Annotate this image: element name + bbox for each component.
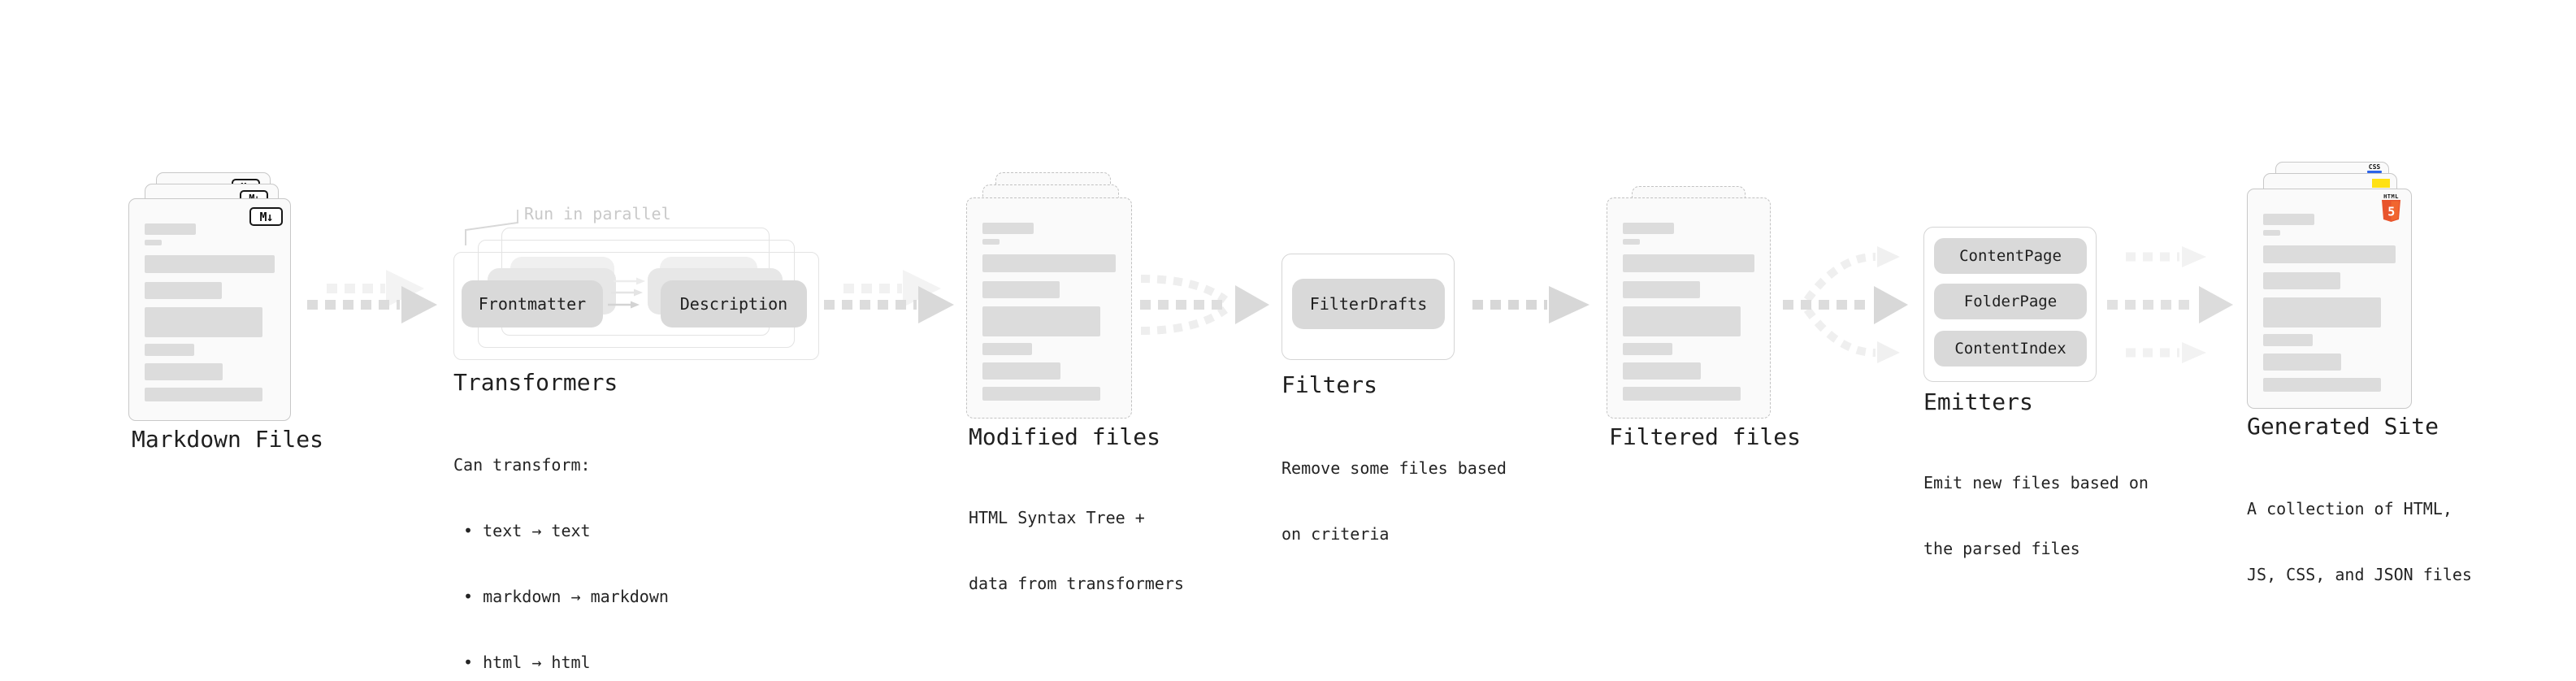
arrow-filters-to-filtered [1472,286,1589,323]
filters-description: Remove some files based on criteria [1281,414,1507,589]
desc-line: • markdown → markdown [453,587,669,606]
arrow-emitters-to-generated [2107,246,2233,363]
desc-line: Remove some files based [1281,458,1507,478]
modified-files-description: HTML Syntax Tree + data from transformer… [969,463,1184,639]
desc-line: Emit new files based on [1923,473,2149,492]
doc-placeholder-lines [145,223,275,401]
doc-placeholder-lines [982,223,1116,401]
filter-drafts-pill: FilterDrafts [1292,279,1445,329]
desc-line: Can transform: [453,455,591,475]
annotation-callout-line [465,210,518,245]
parallel-arrows-icon [608,277,645,309]
html5-shield: 5 [2382,200,2400,222]
content-index-pill: ContentIndex [1934,331,2087,367]
arrow-markdown-to-transformers [307,270,437,323]
modified-files-label: Modified files [969,423,1161,450]
folder-page-pill: FolderPage [1934,284,2087,319]
desc-line: HTML Syntax Tree + [969,508,1145,527]
transformer-container-front [453,252,819,360]
arrow-transformers-to-modified [824,270,954,323]
javascript-icon [2372,179,2390,188]
html5-icon: HTML 5 [2382,194,2400,225]
emitters-label: Emitters [1923,388,2033,415]
desc-line: • html → html [453,653,591,672]
doc-placeholder-lines [2263,214,2396,392]
desc-line: data from transformers [969,574,1184,593]
run-in-parallel-annotation: Run in parallel [524,204,671,223]
filtered-files-label: Filtered files [1609,423,1802,450]
markdown-icon: M↓ [249,207,283,226]
doc-placeholder-lines [1623,223,1754,401]
transformer-frontmatter-pill: Frontmatter [462,280,603,327]
filtered-doc-front [1607,197,1771,419]
arrow-modified-to-filters [1140,275,1269,335]
markdown-files-label: Markdown Files [132,426,324,453]
emitters-description: Emit new files based on the parsed files [1923,428,2149,604]
html5-icon-label: HTML [2383,193,2399,200]
markdown-doc-front: M↓ [128,198,291,421]
generated-site-description: A collection of HTML, JS, CSS, and JSON … [2247,454,2472,630]
modified-doc-front [966,197,1132,419]
generated-site-label: Generated Site [2247,413,2439,440]
filters-label: Filters [1281,371,1378,398]
desc-line: the parsed files [1923,539,2080,558]
transformers-label: Transformers [453,369,618,396]
desc-line: JS, CSS, and JSON files [2247,565,2472,584]
css-icon-bar [2367,171,2382,173]
desc-line: on criteria [1281,524,1390,544]
transformer-description-pill: Description [661,280,807,327]
css-icon-label: CSS [2368,163,2381,171]
desc-line: • text → text [453,521,591,540]
transformers-description: Can transform: • text → text • markdown … [453,410,669,681]
svg-text:5: 5 [2387,205,2395,219]
css-icon: CSS [2367,163,2382,173]
desc-line: A collection of HTML, [2247,499,2452,518]
generated-doc-html: HTML 5 [2247,189,2412,409]
arrow-filtered-to-emitters [1783,246,1908,363]
content-page-pill: ContentPage [1934,238,2087,274]
